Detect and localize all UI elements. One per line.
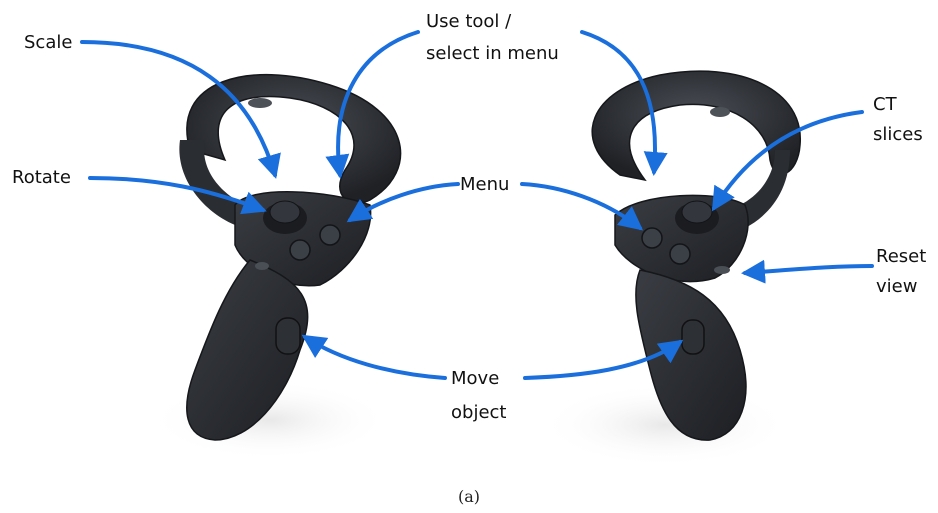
label-rotate: Rotate xyxy=(12,167,71,188)
arrow-menu-left xyxy=(346,182,460,223)
label-ct-line2: slices xyxy=(873,124,923,145)
arrow-scale xyxy=(80,40,281,179)
arrow-move-right xyxy=(523,339,684,380)
arrow-menu-right xyxy=(520,182,644,231)
label-move-line1: Move xyxy=(451,368,499,389)
label-use-tool-line2: select in menu xyxy=(426,43,559,64)
arrow-ct-slices xyxy=(711,110,864,212)
button-x xyxy=(289,239,311,261)
label-ct-line1: CT xyxy=(873,94,898,115)
figure-caption: (a) xyxy=(458,487,480,506)
button-b xyxy=(641,227,663,249)
annotation-arrows xyxy=(80,30,874,380)
reset-button-right xyxy=(714,266,730,274)
arrow-move-left xyxy=(301,334,447,380)
arrow-rotate xyxy=(88,176,267,215)
left-controller xyxy=(150,74,402,460)
menu-button-left xyxy=(255,262,269,270)
labels: Scale Use tool / select in menu CT slice… xyxy=(12,11,926,506)
right-controller xyxy=(540,70,801,467)
label-reset-line1: Reset xyxy=(876,246,926,267)
label-menu: Menu xyxy=(460,174,509,195)
arrow-use-tool-right xyxy=(580,30,668,176)
button-y xyxy=(319,224,341,246)
label-move-line2: object xyxy=(451,402,506,423)
label-reset-line2: view xyxy=(876,276,917,297)
label-use-tool-line1: Use tool / xyxy=(426,11,512,32)
button-a xyxy=(669,243,691,265)
arrow-reset-view xyxy=(741,259,874,284)
label-scale: Scale xyxy=(24,32,72,53)
arrow-use-tool-left xyxy=(325,30,420,179)
